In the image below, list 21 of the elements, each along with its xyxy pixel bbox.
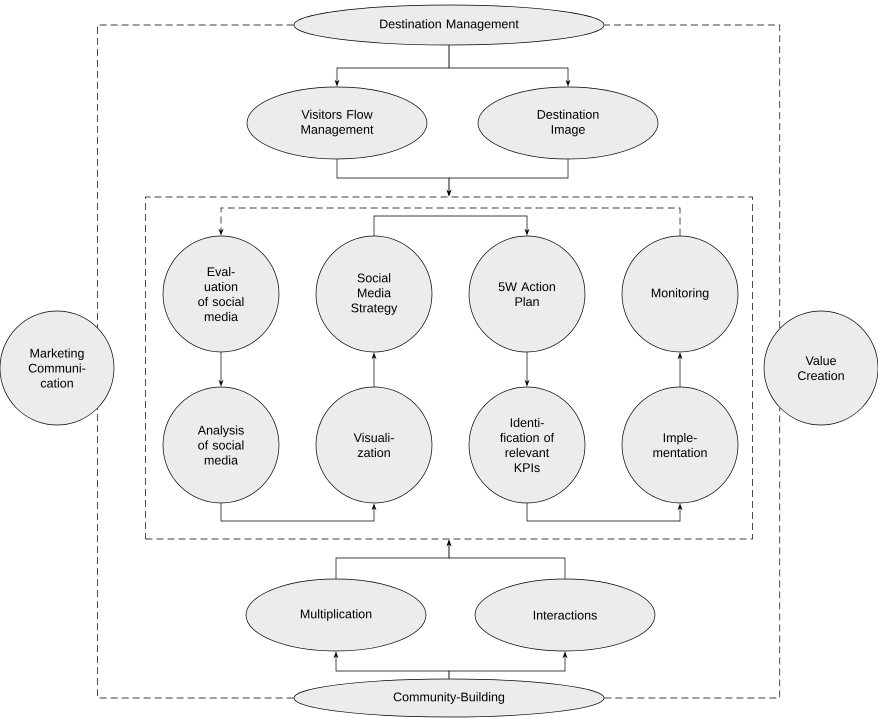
- ellipse-node: Destination Image: [478, 86, 658, 160]
- ellipse-node: Destination Management: [294, 4, 604, 46]
- ellipse-node: Visitors Flow Management: [246, 86, 428, 160]
- arrow: [374, 216, 530, 236]
- connector-line: [604, 24, 780, 329]
- ellipse-node: Interactions: [474, 578, 656, 652]
- circle-node: Analysis of social media: [162, 386, 280, 504]
- connector-line: [97, 408, 294, 698]
- ellipse-node: Multiplication: [246, 578, 426, 652]
- connector-line: [604, 408, 780, 698]
- connector-line: [97, 24, 294, 328]
- circle-node: Value Creation: [764, 310, 878, 426]
- circle-node: Monitoring: [622, 236, 738, 352]
- circle-node: Visuali-zation: [316, 386, 432, 504]
- circle-node: Social Media Strategy: [316, 236, 432, 352]
- circle-node: 5W Action Plan: [468, 236, 586, 352]
- circle-node: Imple-mentation: [622, 386, 738, 504]
- circle-node: Identi-fication of relevant KPIs: [468, 386, 586, 504]
- ellipse-node: Community-Building: [294, 678, 604, 718]
- circle-node: Eval-uation of social media: [162, 236, 280, 352]
- dashed-frame: [145, 196, 753, 540]
